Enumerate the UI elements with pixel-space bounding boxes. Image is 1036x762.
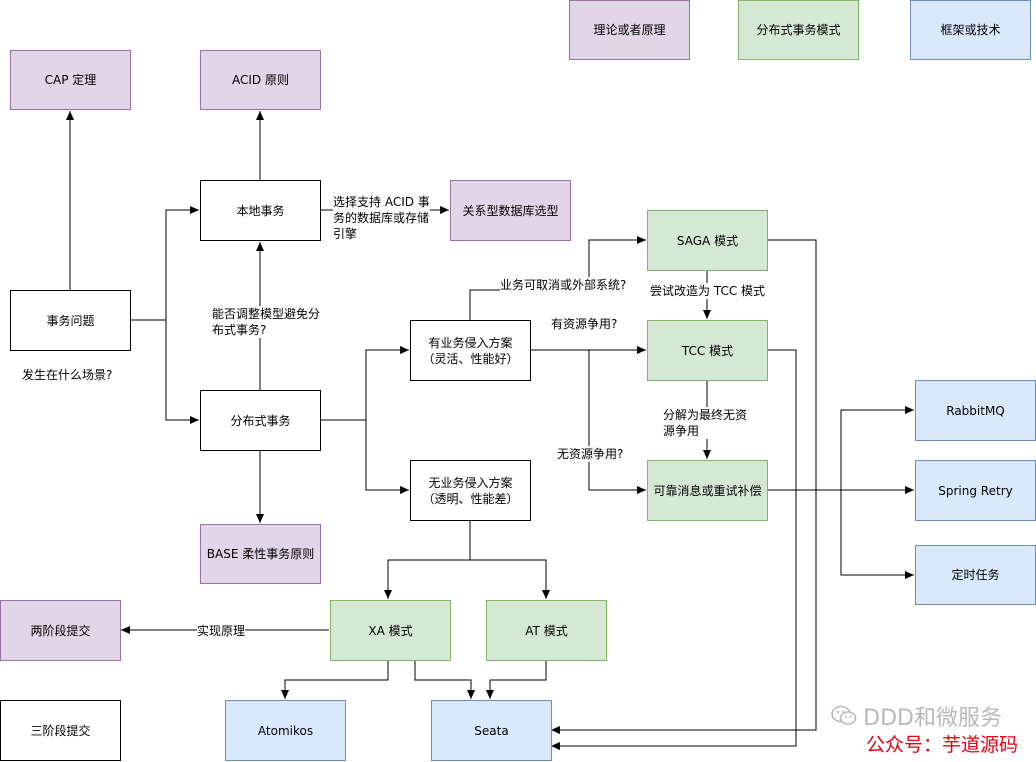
node-base-principle[interactable]: BASE 柔性事务原则 xyxy=(200,524,321,584)
node-three-phase-commit[interactable]: 三阶段提交 xyxy=(0,700,121,761)
edge-intrusive-to-reliable xyxy=(588,350,646,494)
edge-reliable-to-sched xyxy=(840,490,914,579)
node-at-pattern[interactable]: AT 模式 xyxy=(486,600,607,661)
node-transaction-problem[interactable]: 事务问题 xyxy=(10,290,131,351)
node-reliable-message[interactable]: 可靠消息或重试补偿 xyxy=(647,460,768,521)
label-impl-principle: 实现原理 xyxy=(197,623,246,639)
edge-xa-to-seata xyxy=(414,660,475,699)
node-two-phase-commit[interactable]: 两阶段提交 xyxy=(0,600,121,661)
edge-tcc-to-seata xyxy=(551,349,797,750)
label-try-tcc: 尝试改造为 TCC 模式 xyxy=(650,283,766,299)
edge-reliable-to-rabbit xyxy=(840,406,914,490)
node-local-transaction[interactable]: 本地事务 xyxy=(200,180,321,241)
node-scheduled-task[interactable]: 定时任务 xyxy=(915,545,1036,605)
node-rabbitmq[interactable]: RabbitMQ xyxy=(915,380,1036,441)
label-choose-acid: 选择支持 ACID 事 务的数据库或存储 引擎 xyxy=(333,194,430,242)
node-atomikos[interactable]: Atomikos xyxy=(225,700,346,761)
edge-at-to-seata xyxy=(486,660,547,699)
node-nonintrusive-solution[interactable]: 无业务侵入方案 （透明、性能差） xyxy=(410,460,531,521)
edge-problem-to-dist xyxy=(130,319,199,424)
node-rdb-selection[interactable]: 关系型数据库选型 xyxy=(450,180,571,241)
edge-saga-to-seata xyxy=(551,239,817,734)
edge-xa-to-atomikos xyxy=(281,660,389,699)
node-intrusive-solution[interactable]: 有业务侵入方案 （灵活、性能好） xyxy=(410,320,531,381)
label-has-contention: 有资源争用? xyxy=(551,316,618,332)
watermark-brand: DDD和微服务 xyxy=(831,700,1002,732)
label-scene: 发生在什么场景? xyxy=(22,368,113,382)
label-decompose: 分解为最终无资 源争用 xyxy=(663,407,748,439)
node-seata[interactable]: Seata xyxy=(431,700,552,761)
label-adjust-model: 能否调整模型避免分 布式事务? xyxy=(212,306,321,338)
legend-tech: 框架或技术 xyxy=(910,0,1031,60)
legend-pattern: 分布式事务模式 xyxy=(738,0,859,60)
node-distributed-transaction[interactable]: 分布式事务 xyxy=(200,390,321,451)
edge-problem-to-local xyxy=(130,206,199,321)
node-spring-retry[interactable]: Spring Retry xyxy=(915,460,1036,521)
node-tcc-pattern[interactable]: TCC 模式 xyxy=(647,320,768,381)
legend-theory: 理论或者原理 xyxy=(569,0,690,60)
node-cap-theorem[interactable]: CAP 定理 xyxy=(10,50,131,110)
node-saga-pattern[interactable]: SAGA 模式 xyxy=(647,210,768,271)
edge-nonintrusive-to-at xyxy=(469,520,550,599)
watermark-account: 公众号：芋道源码 xyxy=(866,734,1019,756)
watermark-brand-text: DDD和微服务 xyxy=(863,706,1002,731)
wechat-icon xyxy=(831,705,857,727)
edge-dist-to-intrusive xyxy=(320,346,409,421)
label-no-contention: 无资源争用? xyxy=(557,446,624,462)
edge-nonintrusive-to-xa xyxy=(384,520,471,599)
edge-dist-to-nonintrusive xyxy=(320,419,409,494)
label-cancellable: 业务可取消或外部系统? xyxy=(500,277,627,293)
node-acid-principle[interactable]: ACID 原则 xyxy=(200,50,321,110)
node-xa-pattern[interactable]: XA 模式 xyxy=(330,600,451,661)
